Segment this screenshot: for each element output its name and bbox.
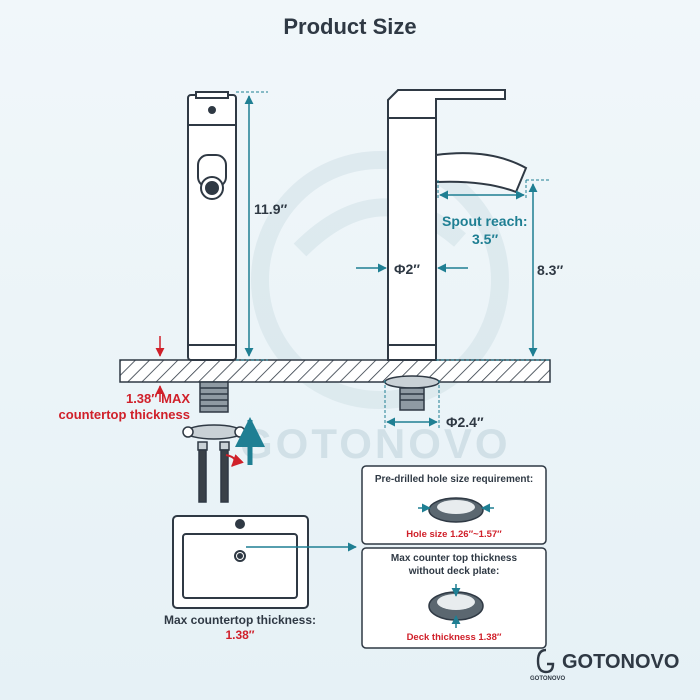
body-diameter-label: Φ2′′ — [394, 261, 420, 277]
rotate-arrow — [225, 454, 244, 467]
countertop-note-line2: countertop thickness — [58, 407, 190, 422]
spout-reach-label: Spout reach: — [442, 213, 528, 229]
countertop-note-line1: 1.38″ MAX — [125, 391, 190, 406]
deck-box-title-line1: Max counter top thickness — [390, 553, 518, 564]
spout-height-label: 8.3′′ — [537, 262, 564, 278]
deck-diagram-icon — [428, 584, 484, 628]
brand-logo-icon — [536, 648, 555, 674]
faucet-front-view — [187, 91, 237, 361]
deck-box-title-line2: without deck plate: — [408, 566, 500, 577]
brand-logo-text: GOTONOVO — [530, 676, 566, 682]
sink-caption-line2: 1.38″ — [225, 628, 255, 642]
hole-box-caption: Hole size 1.26″~1.57″ — [406, 529, 502, 540]
thread-shank — [199, 381, 229, 413]
supply-hoses — [197, 441, 230, 503]
height-total-label: 11.9′′ — [254, 201, 288, 217]
hole-box-title: Pre-drilled hole size requirement: — [374, 474, 534, 485]
brand-name: GOTONOVO — [562, 651, 680, 673]
page-title: Product Size — [283, 14, 417, 39]
sink-top-view — [172, 515, 309, 609]
faucet-side-view — [387, 89, 528, 361]
spout-reach-value: 3.5″ — [472, 231, 499, 247]
countertop-hatch — [119, 359, 551, 383]
base-diameter-label: Φ2.4′′ — [446, 414, 484, 430]
sink-caption-line1: Max countertop thickness: — [163, 613, 317, 627]
mounting-plate — [182, 424, 246, 440]
deck-box-caption: Deck thickness 1.38″ — [406, 632, 502, 643]
hole-diagram-icon — [418, 497, 494, 523]
watermark-logo-icon — [251, 151, 509, 409]
watermark-text: GOTONOVO — [240, 420, 511, 467]
